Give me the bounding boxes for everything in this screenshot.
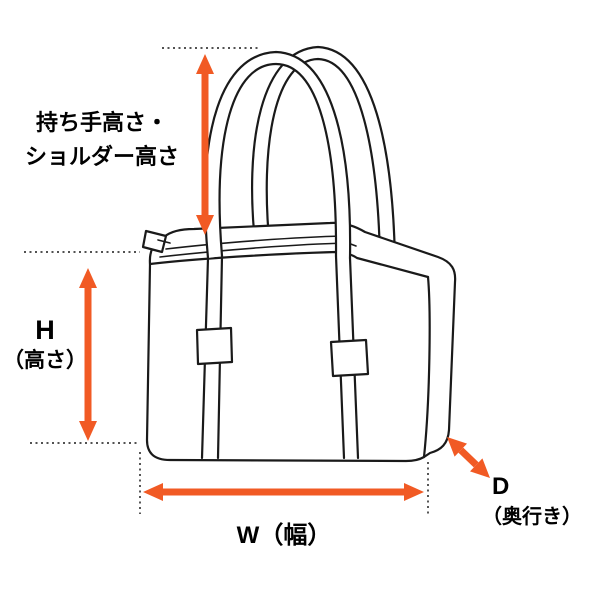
zipper-pull: [141, 229, 168, 254]
height-label-caption: （高さ）: [3, 349, 87, 372]
depth-label: D （奥行き）: [482, 472, 594, 532]
width-label: W（幅）: [198, 520, 370, 552]
height-label-letter: H: [35, 315, 55, 345]
width-arrow: [143, 483, 424, 501]
bag-body: [145, 221, 457, 463]
handle-height-label-line1: 持ち手高さ・: [35, 110, 168, 135]
strap-keeper-right: [329, 338, 370, 378]
extent-lines: [24, 47, 429, 514]
depth-label-letter: D: [492, 473, 510, 500]
bag-front-straps: [195, 254, 370, 460]
handle-height-arrow: [196, 54, 214, 235]
handle-height-label: 持ち手高さ・ ショルダー高さ: [12, 106, 192, 174]
bag-back-handle: [251, 45, 397, 264]
depth-label-caption: （奥行き）: [482, 506, 582, 528]
strap-keeper-left: [195, 326, 234, 366]
height-arrow: [79, 268, 97, 441]
width-label-text: W（幅）: [236, 522, 332, 549]
depth-arrow: [447, 437, 490, 478]
height-label: H （高さ）: [0, 314, 90, 376]
handle-height-label-line2: ショルダー高さ: [24, 144, 179, 169]
